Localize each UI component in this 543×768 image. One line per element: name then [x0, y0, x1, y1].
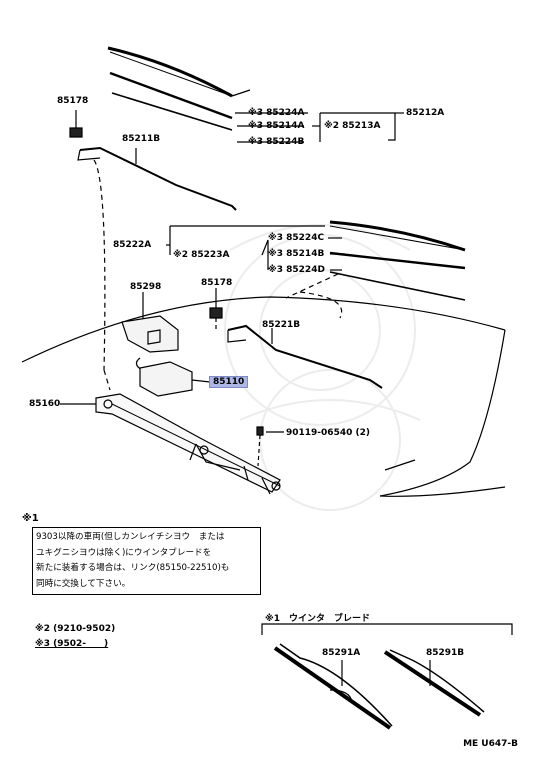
label-85214b: ※3 85214B — [268, 249, 325, 259]
motor-85110 — [139, 361, 193, 397]
link-85160 — [95, 393, 281, 493]
label-85110-highlighted[interactable]: 85110 — [209, 376, 249, 388]
label-85222a: 85222A — [113, 240, 152, 250]
note-line: 同時に交換して下さい。 — [36, 578, 131, 589]
winter-blade-85291a — [273, 646, 392, 730]
top-blade-1 — [107, 46, 233, 98]
motor-85298 — [121, 315, 179, 353]
nut-right — [209, 307, 223, 319]
diagram-code: ME U647-B — [463, 739, 518, 749]
note-line: 新たに装着する場合は、リンク(85150-22510)も — [36, 563, 230, 573]
label-85224a: ※3 85224A — [248, 108, 305, 118]
label-85178-right: 85178 — [201, 278, 233, 288]
label-85291a: 85291A — [322, 648, 361, 658]
label-85211b: 85211B — [122, 134, 161, 144]
label-85178-left: 85178 — [57, 96, 89, 106]
label-90119: 90119-06540 (2) — [286, 428, 370, 438]
arm-85221b — [227, 324, 383, 389]
label-85291b: 85291B — [426, 648, 465, 658]
label-85160: 85160 — [29, 399, 61, 409]
label-85224d: ※3 85224D — [268, 265, 325, 275]
bolt-90119 — [256, 426, 264, 436]
arm-85211b — [79, 146, 237, 211]
label-85212a: 85212A — [406, 108, 445, 118]
nut-left — [69, 127, 83, 138]
note-line: 9303以降の車両(但しカンレイチシヨウ または — [36, 532, 225, 542]
label-85298: 85298 — [130, 282, 162, 292]
label-85224c: ※3 85224C — [268, 233, 325, 243]
label-85221b: 85221B — [262, 320, 301, 330]
winter-blade-title: ※1 ウインタ ブレード — [265, 614, 371, 624]
label-85223a: ※2 85223A — [173, 250, 230, 260]
windshield-outline — [21, 296, 506, 363]
label-85214a: ※3 85214A — [248, 121, 305, 131]
note-box: 9303以降の車両(但しカンレイチシヨウ または ユキグニシヨウは除く)にウイン… — [32, 527, 261, 595]
legend-2: ※2 (9210-9502) — [35, 624, 116, 634]
label-85213a: ※2 85213A — [324, 121, 381, 131]
note-title: ※1 — [22, 513, 39, 524]
legend-3: ※3 (9502- ) — [35, 639, 109, 649]
winter-blade-85291b — [383, 650, 482, 717]
watermark — [224, 224, 421, 511]
note-line: ユキグニシヨウは除く)にウインタブレードを — [36, 547, 212, 558]
top-blade-2 — [329, 220, 466, 252]
label-85224b: ※3 85224B — [248, 137, 305, 147]
